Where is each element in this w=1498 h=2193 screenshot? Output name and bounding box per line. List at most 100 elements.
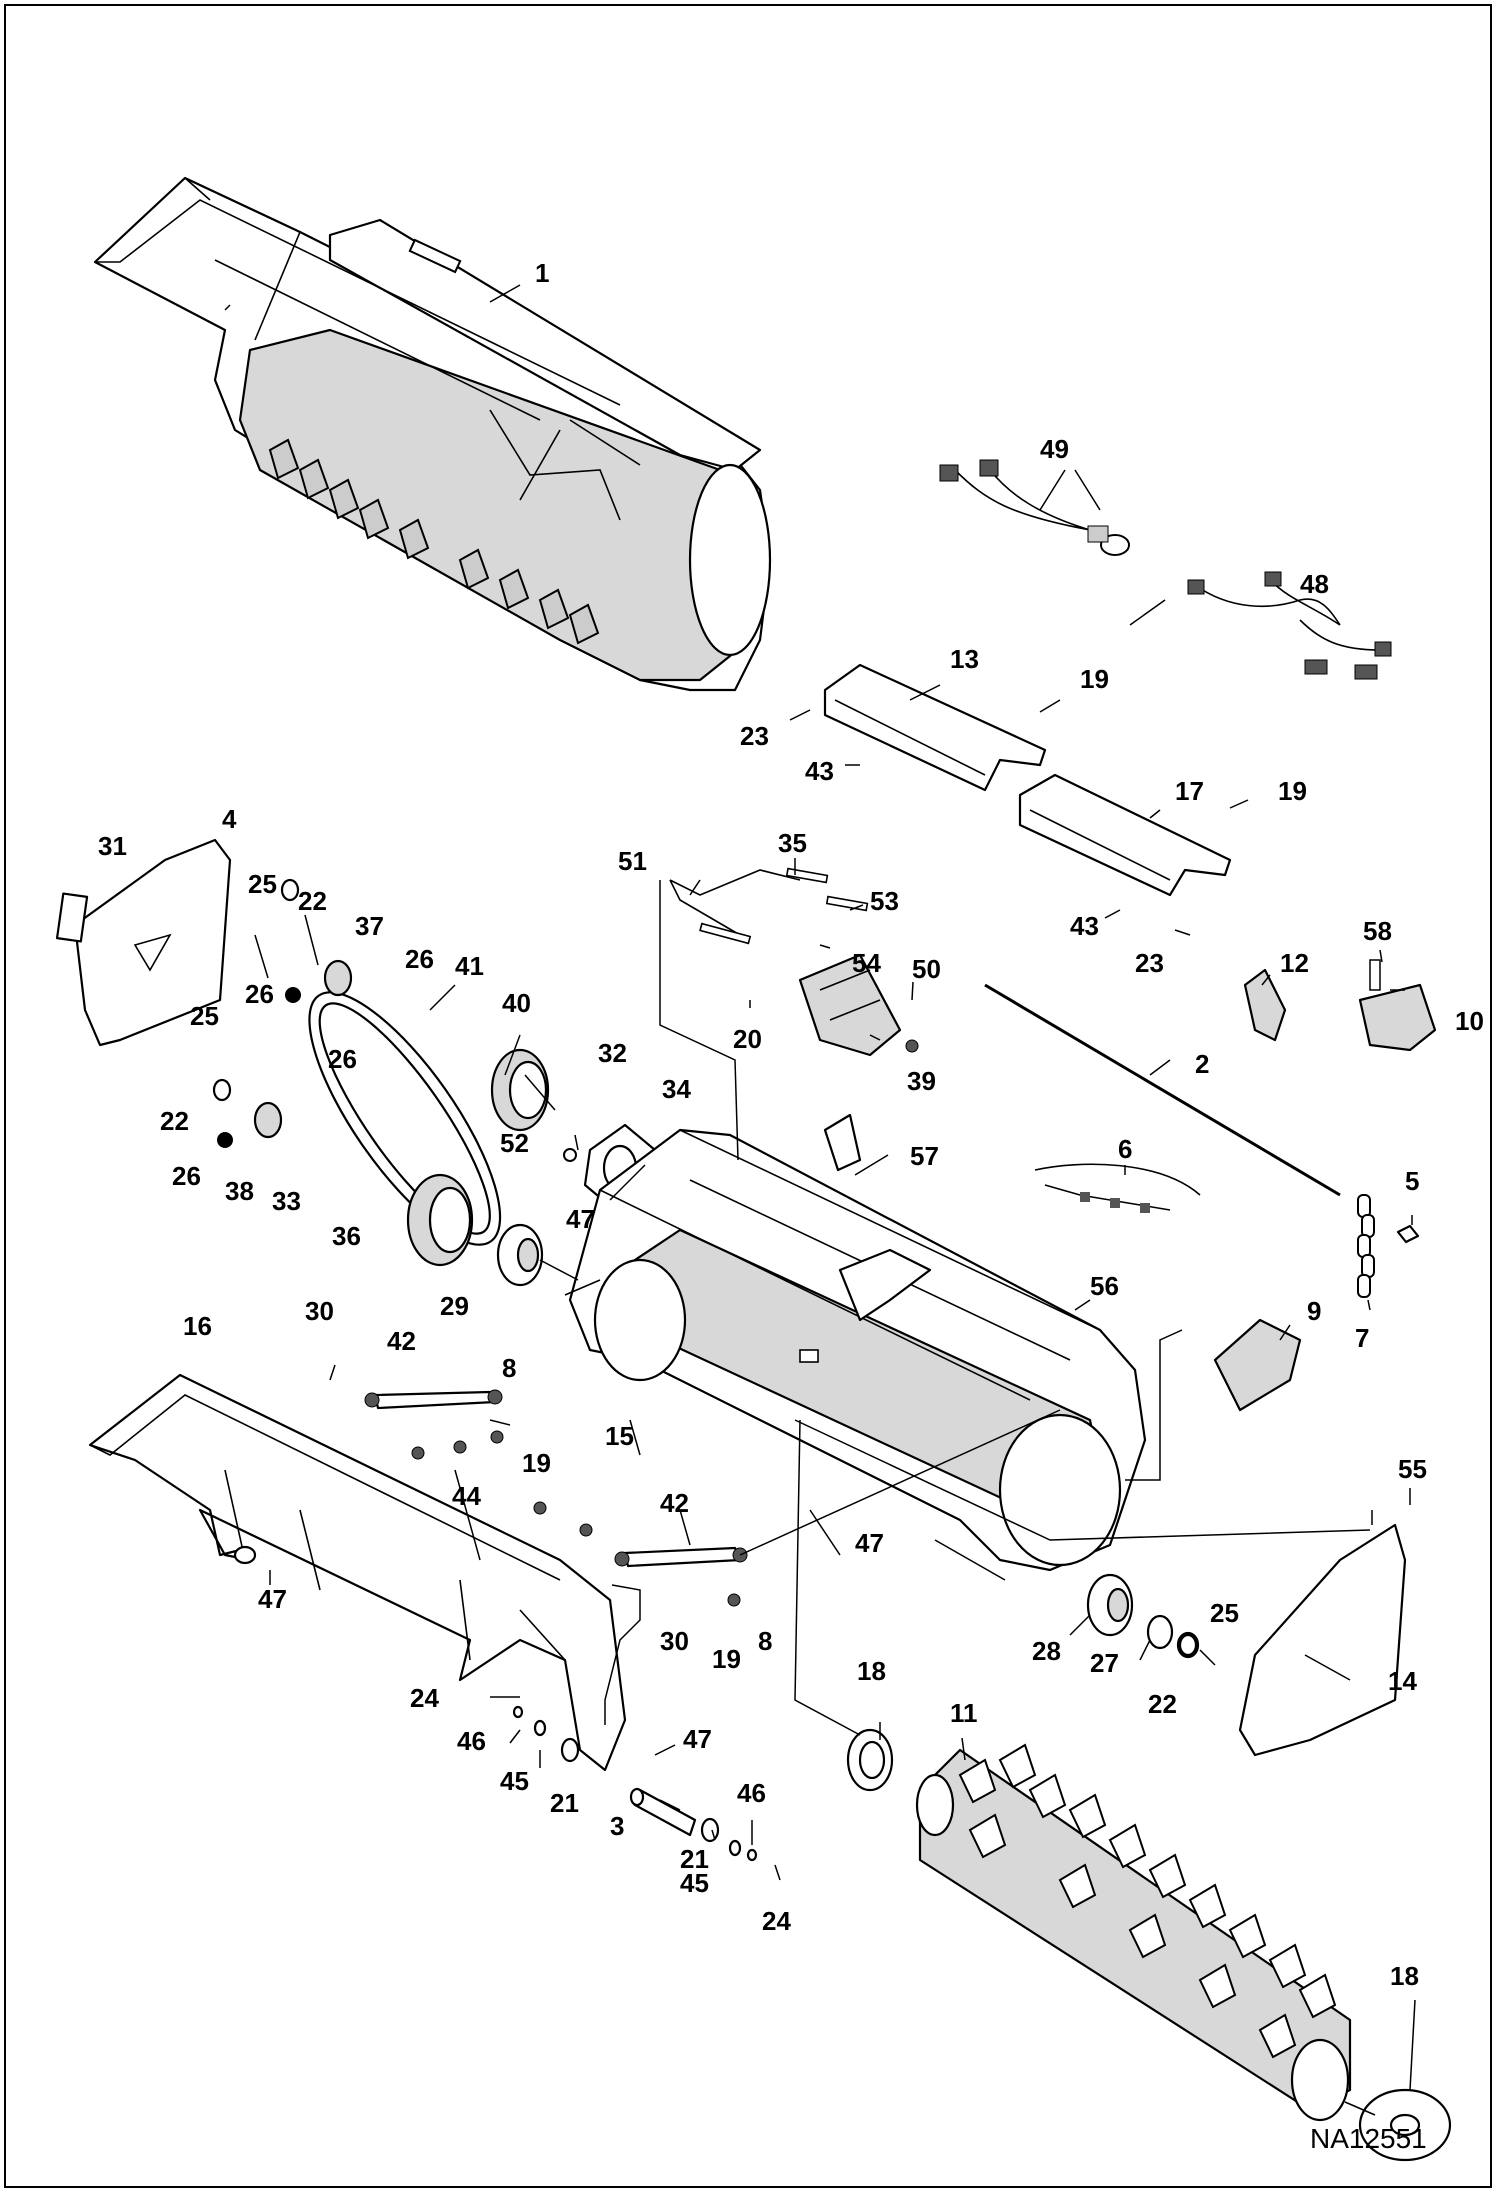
shield-13-drawing (823, 663, 1047, 792)
callout-47: 47 (855, 1528, 884, 1558)
callout-29: 29 (440, 1291, 469, 1321)
assembled-mulcher-drawing (93, 176, 772, 692)
callout-2: 2 (1195, 1049, 1209, 1079)
hydraulic-motor-39-drawing (798, 953, 902, 1057)
valve-10-drawing (1358, 959, 1437, 1052)
callout-45: 45 (680, 1868, 709, 1898)
cylinder-42-upper-drawing (364, 1389, 503, 1410)
frame-16-drawing (88, 1373, 627, 1772)
callout-3: 3 (610, 1811, 624, 1841)
callout-36: 36 (332, 1221, 361, 1251)
callout-6: 6 (1118, 1134, 1132, 1164)
drive-belt-drawing (308, 991, 502, 1246)
hubs-37-38-drawing (217, 959, 353, 1148)
wire-harness-48-drawing (1187, 571, 1392, 680)
callout-8: 8 (502, 1353, 516, 1383)
callout-16: 16 (183, 1311, 212, 1341)
callout-39: 39 (907, 1066, 936, 1096)
callout-11: 11 (950, 1698, 978, 1728)
pulley-40-drawing (490, 1048, 550, 1132)
callout-18: 18 (1390, 1961, 1419, 1991)
callout-26: 26 (172, 1161, 201, 1191)
callout-38: 38 (225, 1176, 254, 1206)
callout-41: 41 (455, 951, 484, 981)
callout-10: 10 (1455, 1006, 1484, 1036)
callout-32: 32 (598, 1038, 627, 1068)
callout-7: 7 (1355, 1323, 1369, 1353)
callout-54: 54 (852, 948, 881, 978)
drive-cover-14-drawing (1238, 1523, 1407, 1757)
shield-17-drawing (1018, 773, 1232, 897)
wire-harness-49-drawing (939, 459, 1130, 556)
callout-51: 51 (618, 846, 647, 876)
callout-13: 13 (950, 644, 979, 674)
callout-9: 9 (1307, 1296, 1321, 1326)
drive-cover-4-drawing (55, 838, 232, 1047)
callout-43: 43 (1070, 911, 1099, 941)
decal-57-drawing (823, 1113, 862, 1172)
small-hardware-drawing (212, 878, 1198, 1862)
callout-27: 27 (1090, 1648, 1119, 1678)
seal-18-upper-drawing (846, 1728, 894, 1792)
callout-25: 25 (248, 869, 277, 899)
callout-46: 46 (457, 1726, 486, 1756)
callout-8: 8 (758, 1626, 772, 1656)
seal-18-lower-drawing (1358, 2088, 1452, 2162)
callout-15: 15 (605, 1421, 634, 1451)
callout-48: 48 (1300, 569, 1329, 599)
main-housing-15-drawing (568, 1128, 1147, 1572)
callout-20: 20 (733, 1024, 762, 1054)
callout-45: 45 (500, 1766, 529, 1796)
callout-26: 26 (405, 944, 434, 974)
callout-4: 4 (222, 804, 237, 834)
plate-9-drawing (1213, 1318, 1302, 1412)
pulley-36-drawing (406, 1173, 474, 1267)
callout-37: 37 (355, 911, 384, 941)
figure-reference-code: NA12551 (1310, 2123, 1427, 2154)
harness-6-drawing (1034, 1163, 1201, 1213)
callout-25: 25 (190, 1001, 219, 1031)
callout-18: 18 (857, 1656, 886, 1686)
callout-23: 23 (1135, 948, 1164, 978)
callout-28: 28 (1032, 1636, 1061, 1666)
rod-2-drawing (984, 983, 1341, 1197)
callout-56: 56 (1090, 1271, 1119, 1301)
callout-52: 52 (500, 1128, 529, 1158)
clip-5-drawing (1396, 1224, 1420, 1244)
callout-24: 24 (762, 1906, 791, 1936)
shaft-3-drawing (629, 1787, 697, 1837)
callout-1: 1 (535, 258, 549, 288)
callout-33: 33 (272, 1186, 301, 1216)
callout-26: 26 (245, 979, 274, 1009)
callout-21: 21 (550, 1788, 579, 1818)
callout-23: 23 (740, 721, 769, 751)
callout-12: 12 (1280, 948, 1309, 978)
callout-47: 47 (258, 1584, 287, 1614)
callout-31: 31 (98, 831, 127, 861)
callout-19: 19 (522, 1448, 551, 1478)
callout-17: 17 (1175, 776, 1204, 806)
rotor-11-drawing (915, 1743, 1352, 2122)
callout-30: 30 (305, 1296, 334, 1326)
callout-labels: 1 49 48 13 19 23 43 17 19 43 23 31 4 25 … (98, 258, 1484, 1991)
callout-19: 19 (712, 1644, 741, 1674)
callout-50: 50 (912, 954, 941, 984)
callout-42: 42 (660, 1488, 689, 1518)
chain-7-drawing (1357, 1194, 1375, 1298)
callout-55: 55 (1398, 1454, 1427, 1484)
callout-25: 25 (1210, 1598, 1239, 1628)
callout-57: 57 (910, 1141, 939, 1171)
callout-47: 47 (566, 1204, 595, 1234)
callout-44: 44 (452, 1481, 481, 1511)
callout-49: 49 (1040, 434, 1069, 464)
callout-22: 22 (1148, 1689, 1177, 1719)
callout-21: 21 (680, 1844, 709, 1874)
callout-47: 47 (683, 1724, 712, 1754)
callout-53: 53 (870, 886, 899, 916)
page-border (4, 4, 1492, 2188)
callout-58: 58 (1363, 916, 1392, 946)
callout-35: 35 (778, 828, 807, 858)
callout-42: 42 (387, 1326, 416, 1356)
cylinder-42-lower-drawing (614, 1546, 748, 1568)
